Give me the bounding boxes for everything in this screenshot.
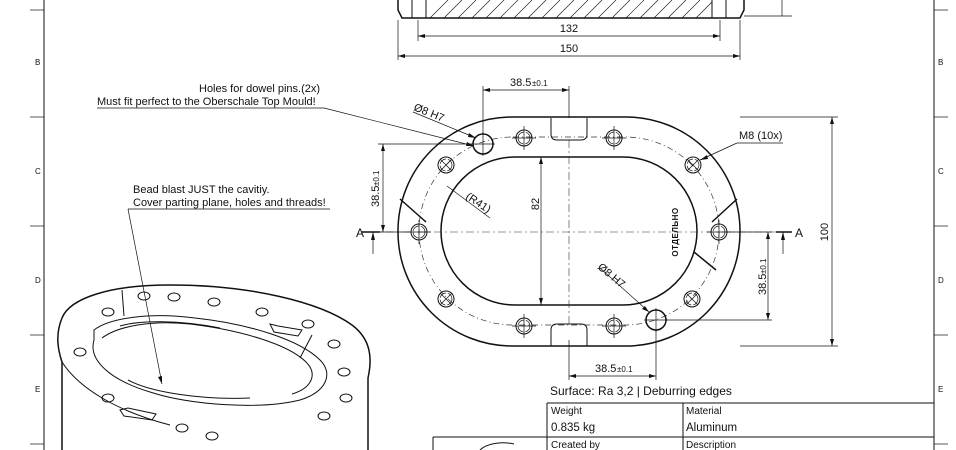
- iso-hole: [337, 367, 351, 377]
- dim-overall-height: 100: [819, 223, 831, 241]
- iso-hole: [175, 423, 189, 433]
- zone-label-e-left: E: [35, 385, 40, 394]
- thread-hole: [684, 156, 702, 174]
- dim-top-pitch-tol: ±0.1: [532, 79, 548, 88]
- thread-hole: [683, 290, 701, 308]
- dim-150: 150: [560, 43, 578, 55]
- created-by-label: Created by: [551, 440, 600, 450]
- section-marker-left: A: [356, 226, 364, 240]
- section-view-top: 132 150: [397, 0, 792, 60]
- slot-top: [550, 118, 588, 141]
- thread-hole: [707, 220, 731, 244]
- thread-hole: [512, 126, 536, 150]
- sheet-frame: [30, 0, 948, 450]
- zone-label-d-left: D: [35, 276, 41, 285]
- dim-132: 132: [560, 23, 578, 35]
- note-bead-line2: Cover parting plane, holes and threads!: [133, 197, 326, 209]
- zone-label-b-right: B: [938, 58, 943, 67]
- zone-label-d-right: D: [938, 276, 944, 285]
- dim-left-pitch-tol: ±0.1: [372, 170, 381, 186]
- thread-hole: [437, 156, 455, 174]
- dim-cavity: 82: [530, 198, 542, 210]
- dim-bottom-pitch-tol: ±0.1: [617, 365, 633, 374]
- iso-hole: [137, 291, 151, 301]
- dowel-callout-bottom: Ø8 H7: [595, 261, 627, 291]
- weight-value: 0.835 kg: [551, 422, 595, 434]
- dowel-callout-top: Ø8 H7: [412, 102, 446, 125]
- zone-label-b-left: B: [35, 58, 40, 67]
- zone-label-e-right: E: [938, 385, 943, 394]
- dim-right-pitch-tol: ±0.1: [759, 258, 768, 274]
- isometric-view: [57, 284, 371, 450]
- thread-hole: [602, 314, 626, 338]
- notes: Holes for dowel pins.(2x) Must fit perfe…: [97, 83, 475, 385]
- iso-hole: [255, 307, 269, 317]
- surface-note: Surface: Ra 3,2 | Deburring edges: [550, 384, 732, 398]
- title-block: Surface: Ra 3,2 | Deburring edges Weight…: [432, 384, 934, 450]
- thread-hole: [437, 290, 455, 308]
- material-value: Aluminum: [686, 422, 737, 434]
- material-label: Material: [686, 406, 722, 417]
- note-dowel-line2: Must fit perfect to the Oberschale Top M…: [97, 96, 316, 108]
- dowel-hole: [644, 308, 668, 332]
- zone-label-c-left: C: [35, 167, 41, 176]
- thread-hole: [407, 220, 431, 244]
- radius-callout: (R41): [463, 191, 493, 216]
- thread-hole: [512, 314, 536, 338]
- note-bead-line1: Bead blast JUST the cavitiy.: [133, 184, 270, 196]
- note-dowel-line1: Holes for dowel pins.(2x): [199, 83, 320, 95]
- section-hatching: [429, 0, 713, 19]
- iso-hole: [73, 347, 87, 357]
- plan-view: ОТДЕЛЬНО A A 38.5 ±0.1 38.5 ±0.1 82: [356, 77, 838, 380]
- iso-hole: [205, 431, 219, 441]
- iso-hole: [301, 319, 315, 329]
- dim-left-pitch: 38.5: [370, 186, 382, 207]
- iso-hole: [101, 393, 115, 403]
- weight-label: Weight: [551, 406, 582, 417]
- description-label: Description: [686, 440, 736, 450]
- engraving-text: ОТДЕЛЬНО: [671, 207, 680, 256]
- iso-hole: [327, 339, 341, 349]
- thread-hole: [602, 126, 626, 150]
- iso-hole: [207, 297, 221, 307]
- iso-hole: [167, 292, 181, 302]
- iso-hole: [339, 393, 353, 403]
- slot-bottom: [550, 323, 588, 346]
- iso-hole: [317, 411, 331, 421]
- zone-label-c-right: C: [938, 167, 944, 176]
- dowel-hole: [471, 132, 495, 156]
- thread-callout: M8 (10x): [739, 130, 782, 142]
- dim-top-pitch: 38.5: [510, 77, 531, 89]
- zone-labels: B C D E B C D E: [35, 58, 944, 394]
- dim-right-pitch: 38.5: [757, 274, 769, 295]
- dim-bottom-pitch: 38.5: [595, 363, 616, 375]
- iso-hole: [101, 307, 115, 317]
- section-marker-right: A: [795, 226, 803, 240]
